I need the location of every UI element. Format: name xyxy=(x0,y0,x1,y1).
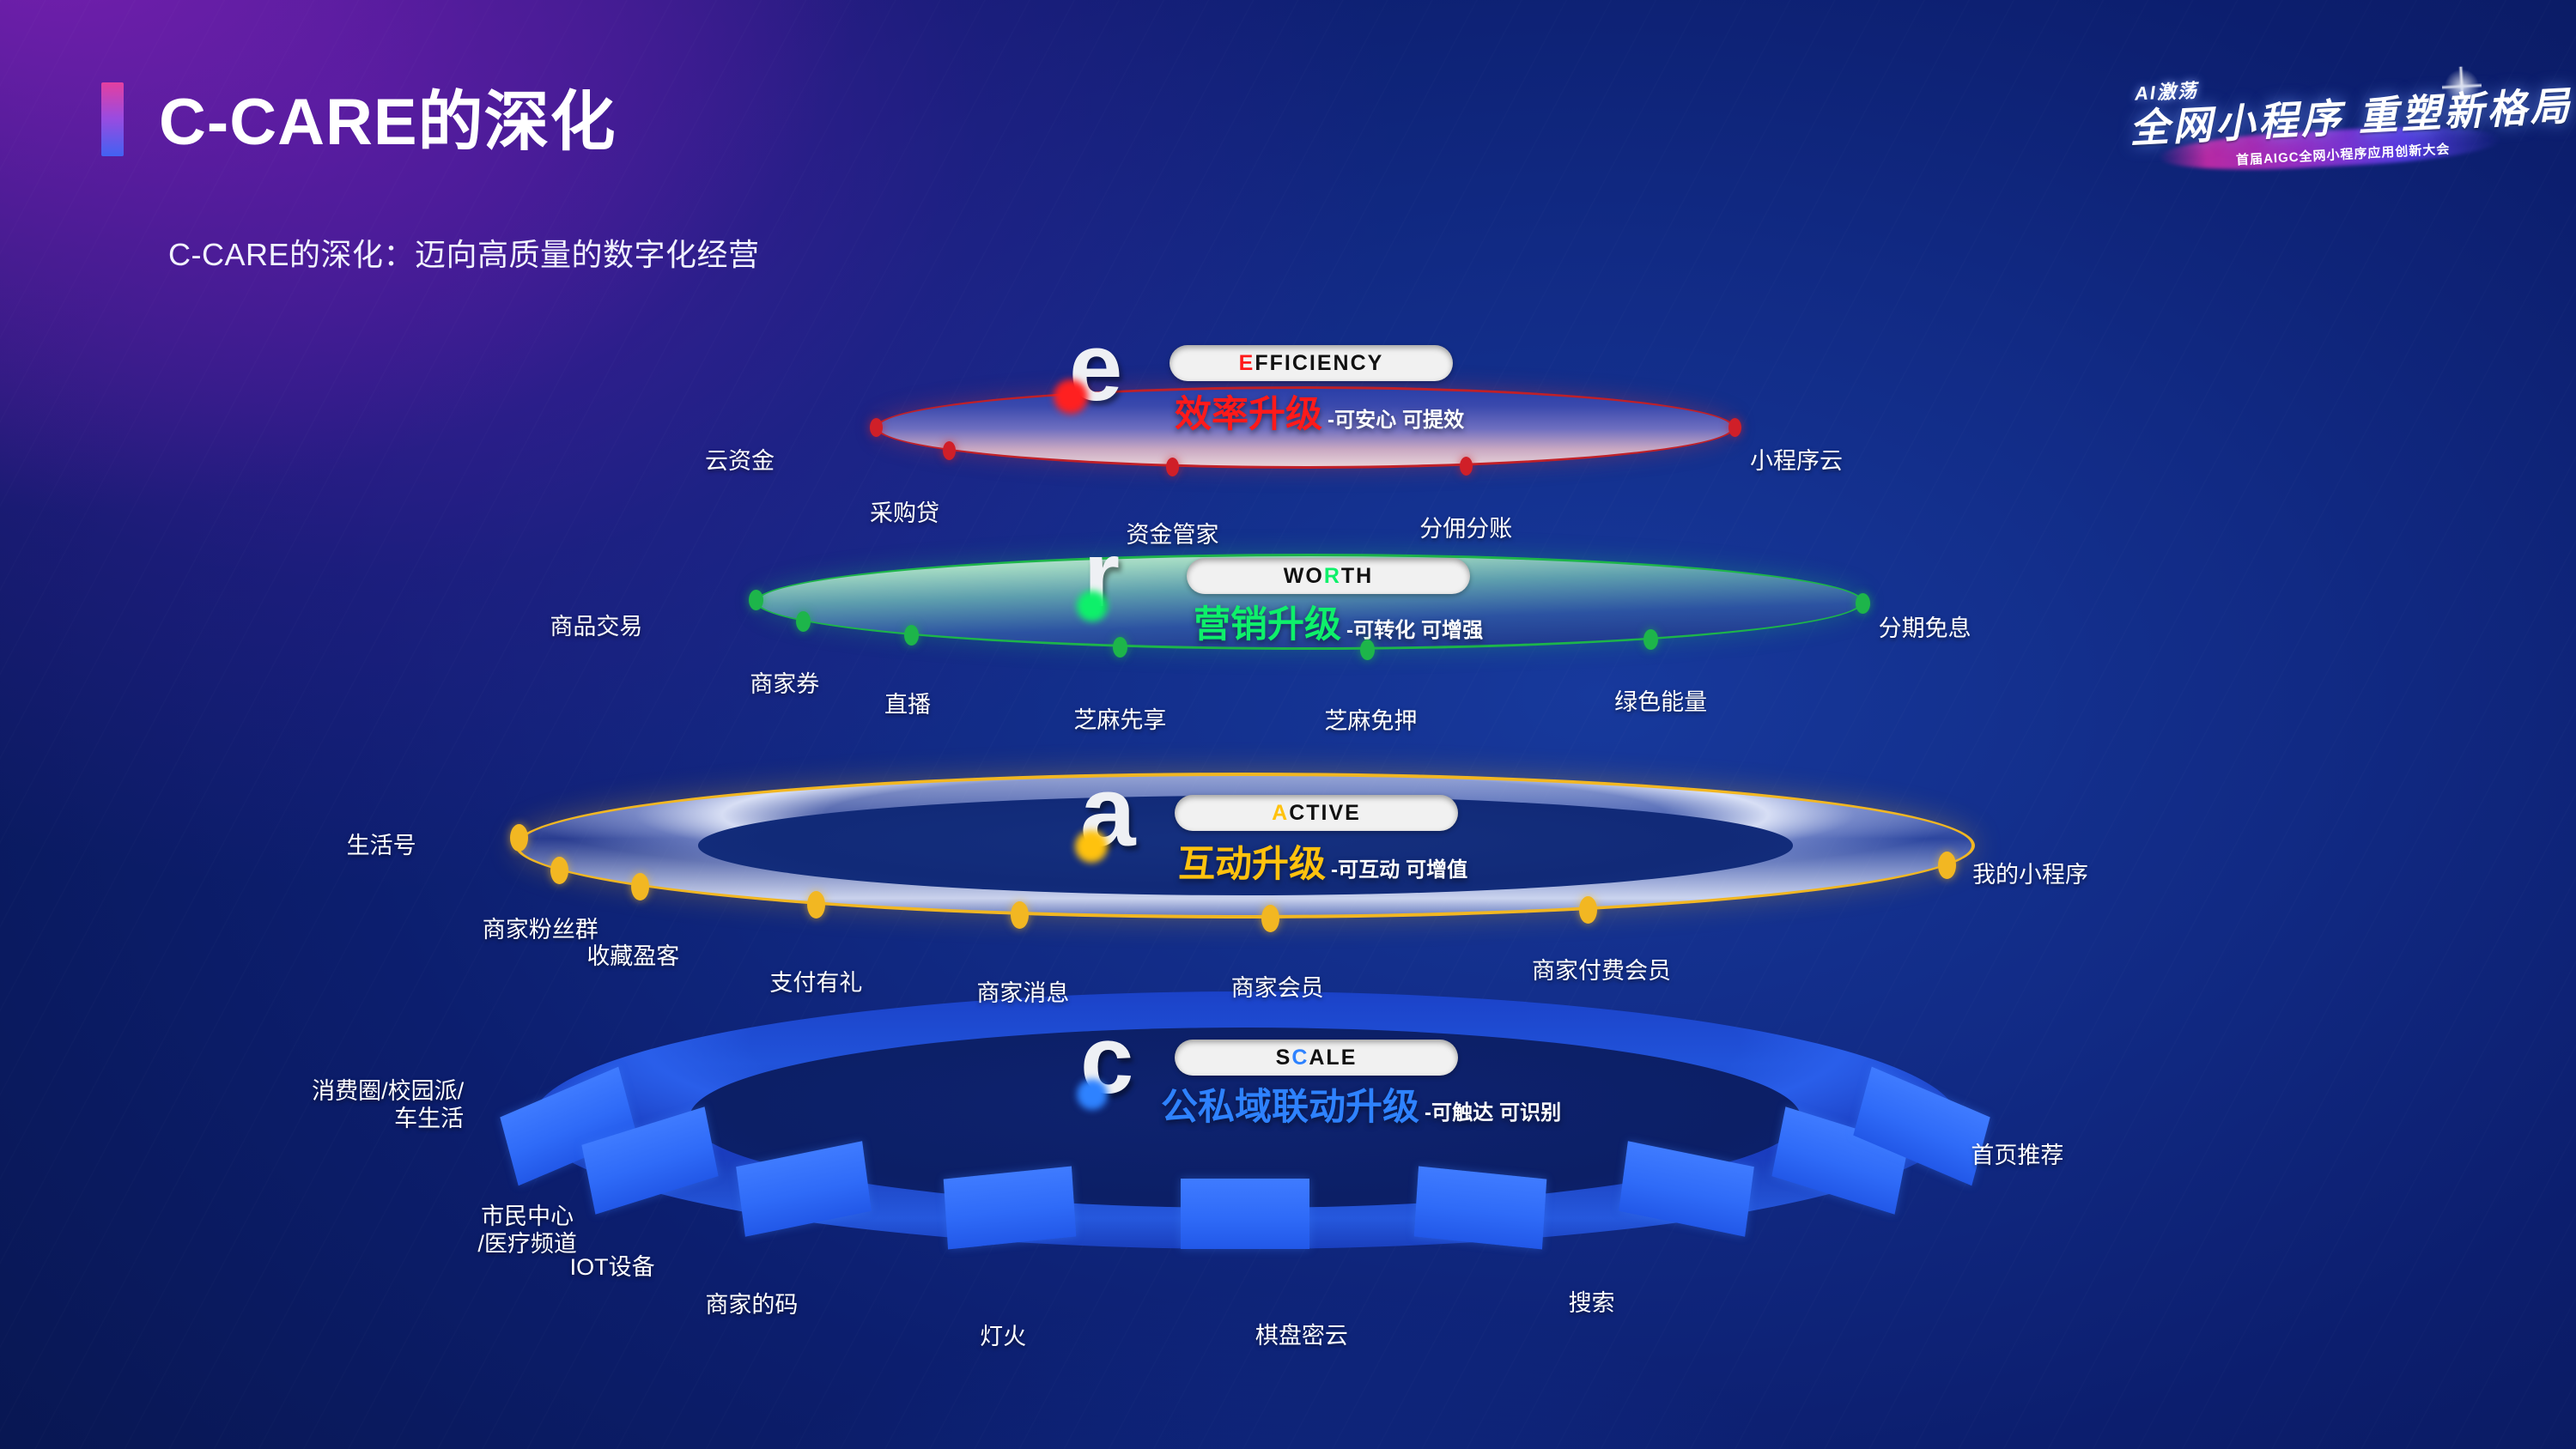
ring-node-dot[interactable] xyxy=(1165,457,1179,476)
ring-scale-cn-title: 公私域联动升级-可触达 可识别 xyxy=(1161,1077,1561,1131)
ring-scale-cn-main: 公私域联动升级 xyxy=(1161,1087,1419,1128)
ring-worth-cn-main: 营销升级 xyxy=(1194,604,1341,646)
ring-node-label[interactable]: 芝麻免押 xyxy=(1324,707,1418,734)
ring-worth-cn-title: 营销升级-可转化 可增强 xyxy=(1194,595,1483,648)
ring-node-dot[interactable] xyxy=(510,824,529,852)
ring-active-letter-glow xyxy=(1075,830,1108,863)
ring-node-dot[interactable] xyxy=(869,418,883,437)
ring-scale-badge-post: ALE xyxy=(1309,1045,1358,1070)
ring-node-label[interactable]: 商家消息 xyxy=(976,979,1070,1006)
ring-node-label[interactable]: 市民中心 /医疗频道 xyxy=(477,1203,577,1258)
ring-node-label[interactable]: 云资金 xyxy=(705,448,775,474)
ring-node-label[interactable]: 商家券 xyxy=(750,670,820,697)
ring-scale-letter-glow xyxy=(1077,1079,1108,1110)
ring-node-dot[interactable] xyxy=(942,440,956,460)
ring-node-label[interactable]: 商品交易 xyxy=(550,614,643,640)
ring-worth-badge-post: TH xyxy=(1340,563,1374,588)
ring-node-label[interactable]: 收藏盈客 xyxy=(586,943,680,969)
ring-node-label[interactable]: 采购贷 xyxy=(869,500,939,526)
ring-active-badge-highlight: A xyxy=(1272,800,1290,825)
ring-scale xyxy=(500,991,1990,1250)
ring-active-cn-tail: -可互动 可增值 xyxy=(1331,858,1468,882)
ring-node-label[interactable]: 分期免息 xyxy=(1878,615,1971,641)
ring-efficiency-letter: e xyxy=(1054,319,1122,415)
ring-node-label[interactable]: 商家粉丝群 xyxy=(482,917,598,943)
ring-scale-letter: c xyxy=(1077,1012,1133,1110)
ring-node-label[interactable]: 我的小程序 xyxy=(1972,862,2089,888)
ring-efficiency-ellipse xyxy=(876,386,1735,469)
ring-node-dot[interactable] xyxy=(796,610,811,632)
ring-node-label[interactable]: 生活号 xyxy=(346,833,416,859)
ring-node-label[interactable]: 搜索 xyxy=(1568,1290,1615,1317)
ring-node-label[interactable]: 消费圈/校园派/ 车生活 xyxy=(312,1077,465,1131)
ring-scale-segment[interactable] xyxy=(1413,1166,1546,1250)
ring-node-label[interactable]: 直播 xyxy=(884,691,932,718)
ring-active-cn-title: 互动升级-可互动 可增值 xyxy=(1178,834,1467,888)
event-logo: AI激荡 全网小程序 重塑新格局 首届AIGC全网小程序应用创新大会 xyxy=(2122,57,2573,189)
ring-efficiency-cn-main: 效率升级 xyxy=(1175,394,1322,435)
ring-active-cn-main: 互动升级 xyxy=(1178,844,1326,885)
ring-node-dot[interactable] xyxy=(1010,900,1029,929)
ring-node-label[interactable]: 绿色能量 xyxy=(1614,689,1708,716)
ring-node-dot[interactable] xyxy=(1459,456,1473,476)
ring-node-label[interactable]: 首页推荐 xyxy=(1971,1143,2064,1169)
ring-scale-segment[interactable] xyxy=(1181,1179,1309,1249)
ring-node-label[interactable]: 小程序云 xyxy=(1750,448,1843,474)
ring-node-label[interactable]: IOT设备 xyxy=(569,1254,655,1281)
ring-node-dot[interactable] xyxy=(1937,852,1956,880)
ring-node-dot[interactable] xyxy=(903,624,919,646)
ring-worth-badge-pre: WO xyxy=(1283,563,1324,588)
title-accent-bar xyxy=(101,82,124,156)
ring-scale-badge-pre: S xyxy=(1275,1045,1292,1070)
ring-node-dot[interactable] xyxy=(1578,896,1597,925)
ring-scale-badge-highlight: C xyxy=(1291,1045,1309,1070)
ring-efficiency-cn-title: 效率升级-可安心 可提效 xyxy=(1175,385,1464,438)
ring-node-dot[interactable] xyxy=(748,590,763,611)
ring-worth-letter: r xyxy=(1077,528,1120,621)
ring-efficiency-badge-highlight: E xyxy=(1238,350,1255,375)
page-title: C-CARE的深化 xyxy=(159,86,617,159)
ring-scale-cn-tail: -可触达 可识别 xyxy=(1425,1101,1562,1125)
ring-node-dot[interactable] xyxy=(806,890,825,919)
ring-efficiency-letter-glow xyxy=(1054,379,1088,414)
ring-node-label[interactable]: 支付有礼 xyxy=(769,969,863,996)
ring-node-dot[interactable] xyxy=(1112,636,1127,658)
ring-node-label[interactable]: 分佣分账 xyxy=(1419,515,1513,542)
page-subtitle: C-CARE的深化：迈向高质量的数字化经营 xyxy=(168,237,760,272)
ring-node-dot[interactable] xyxy=(550,857,568,885)
ring-active-letter: a xyxy=(1075,761,1136,863)
ring-node-dot[interactable] xyxy=(1728,418,1741,437)
ring-node-label[interactable]: 资金管家 xyxy=(1126,521,1219,548)
ring-node-label[interactable]: 商家会员 xyxy=(1230,974,1324,1001)
ring-node-label[interactable]: 棋盘密云 xyxy=(1255,1322,1348,1349)
ring-efficiency-badge-rest: FFICIENCY xyxy=(1255,350,1384,375)
ring-node-dot[interactable] xyxy=(1359,639,1375,660)
ring-node-dot[interactable] xyxy=(1261,904,1280,932)
ring-efficiency-cn-tail: -可安心 可提效 xyxy=(1327,409,1465,432)
ring-efficiency xyxy=(876,386,1735,469)
ring-node-label[interactable]: 灯火 xyxy=(980,1323,1027,1349)
ring-scale-segment[interactable] xyxy=(944,1166,1077,1250)
ring-node-label[interactable]: 商家的码 xyxy=(705,1291,799,1318)
ring-node-dot[interactable] xyxy=(1643,629,1658,651)
ring-worth-cn-tail: -可转化 可增强 xyxy=(1346,619,1484,642)
ring-active-badge-rest: CTIVE xyxy=(1289,800,1361,825)
ring-node-label[interactable]: 商家付费会员 xyxy=(1532,958,1672,985)
ring-node-dot[interactable] xyxy=(630,872,649,900)
ring-node-label[interactable]: 芝麻先享 xyxy=(1073,706,1167,733)
ring-node-dot[interactable] xyxy=(1856,592,1871,614)
ring-worth-letter-glow xyxy=(1077,591,1108,621)
ring-worth-badge-highlight: R xyxy=(1323,563,1341,588)
